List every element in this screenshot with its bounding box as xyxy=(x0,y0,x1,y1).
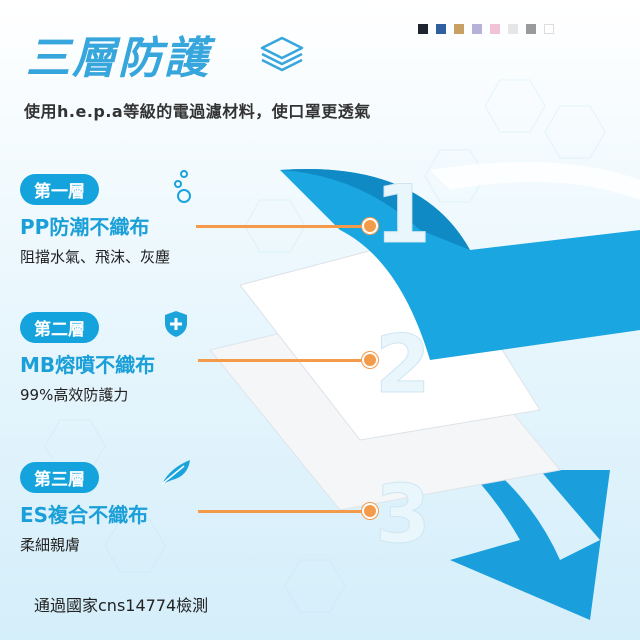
blue-arrow-shape xyxy=(420,420,610,620)
layer-2-dot xyxy=(362,352,378,368)
layer-1-connector xyxy=(196,225,370,228)
layer-1-badge: 第一層 xyxy=(20,174,99,205)
layer-3-desc: 柔細親膚 xyxy=(20,536,81,554)
feather-icon xyxy=(161,460,190,485)
color-swatch xyxy=(454,24,464,34)
layer-3-block: 第三層 ES複合不織布 柔細親膚 xyxy=(20,462,360,555)
color-swatches xyxy=(418,24,554,34)
layer-1-sheet xyxy=(280,169,640,360)
layer-2-sheet xyxy=(239,234,541,441)
layer-3-dot xyxy=(362,503,378,519)
layer-2-name: MB熔噴不織布 xyxy=(20,353,156,377)
page-title: 三層防護 xyxy=(26,33,210,84)
layer-3-badge: 第三層 xyxy=(20,462,99,493)
layer-2-block: 第二層 MB熔噴不織布 99%高效防護力 xyxy=(20,312,360,405)
layer-1-block: 第一層 PP防潮不織布 阻擋水氣、飛沫、灰塵 xyxy=(20,174,360,267)
color-swatch xyxy=(490,24,500,34)
layer-3-connector xyxy=(198,510,370,513)
layer-2-desc: 99%高效防護力 xyxy=(20,386,129,404)
layer-2-connector xyxy=(198,359,370,362)
layer-1-dot xyxy=(362,218,378,234)
color-swatch xyxy=(472,24,482,34)
layer-1-desc: 阻擋水氣、飛沫、灰塵 xyxy=(20,248,171,266)
white-swoosh xyxy=(430,162,640,200)
layer-3-name: ES複合不織布 xyxy=(20,503,149,527)
shield-plus-icon xyxy=(165,311,187,337)
layer-2-badge: 第二層 xyxy=(20,312,99,343)
color-swatch xyxy=(418,24,428,34)
certification-note: 通過國家cns14774檢測 xyxy=(34,596,209,615)
color-swatch xyxy=(526,24,536,34)
layer-1-name: PP防潮不織布 xyxy=(20,215,150,239)
color-swatch xyxy=(544,24,554,34)
color-swatch xyxy=(436,24,446,34)
subtitle: 使用h.e.p.a等級的電過濾材料，使口罩更透氣 xyxy=(24,102,371,121)
layers-icon xyxy=(260,36,304,72)
layer-1-fold xyxy=(280,169,470,250)
water-drops-icon xyxy=(174,170,191,203)
color-swatch xyxy=(508,24,518,34)
